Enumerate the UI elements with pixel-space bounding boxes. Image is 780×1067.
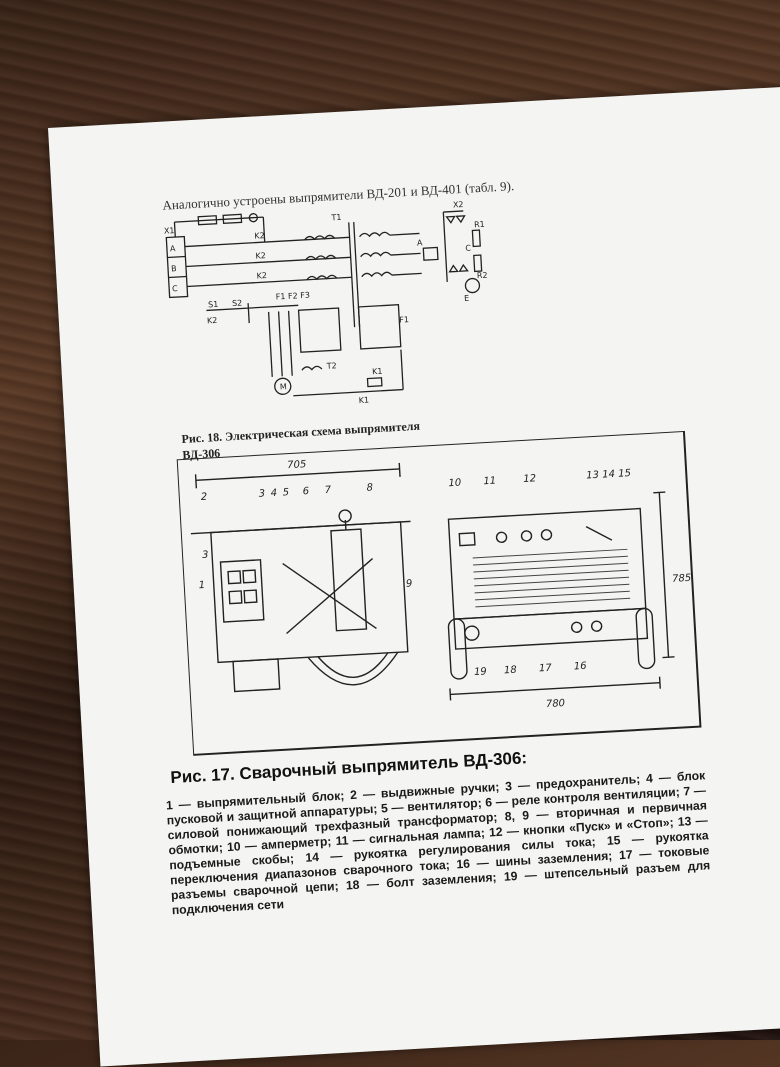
- svg-text:X1: X1: [164, 226, 175, 236]
- svg-text:K1: K1: [358, 396, 369, 406]
- figure-17-legend: 1 — выпрямительный блок; 2 — выдвижные р…: [165, 768, 711, 918]
- callout-right-9: 17: [539, 663, 553, 675]
- svg-text:K2: K2: [256, 271, 267, 281]
- callout-left-5: 6: [302, 486, 309, 497]
- callout-right-8: 18: [504, 665, 517, 677]
- callout-left-7: 8: [366, 482, 373, 493]
- electrical-schematic: X1 R1 R1 H A B C K2 K2 K2 S1 S2 F1 F2 F3…: [164, 200, 488, 406]
- svg-text:M: M: [280, 382, 287, 391]
- svg-text:F1: F1: [399, 315, 409, 325]
- svg-text:A: A: [417, 238, 423, 247]
- svg-text:C: C: [172, 284, 178, 293]
- svg-text:R1: R1: [474, 220, 485, 230]
- svg-text:T1: T1: [330, 213, 341, 223]
- callout-left-1: 2: [201, 492, 208, 503]
- svg-text:T2: T2: [325, 361, 336, 371]
- callout-right-6: 15: [618, 468, 631, 480]
- callout-left-3: 4: [270, 488, 277, 499]
- svg-text:B: B: [171, 264, 177, 273]
- callout-left-10: 3: [202, 550, 209, 561]
- svg-text:C: C: [465, 244, 471, 253]
- callout-left-8: 1: [198, 580, 205, 591]
- svg-text:K2: K2: [207, 316, 218, 326]
- dim-height: 785: [672, 573, 692, 585]
- svg-text:A: A: [170, 244, 176, 253]
- dim-width-right: 780: [546, 698, 566, 710]
- rectifier-drawing: 705 780 785 2 3 4 5 6 7 8 1 9 3 10 11 12…: [176, 430, 702, 756]
- figure-17-frame: [176, 430, 702, 756]
- callout-right-4: 13: [586, 470, 599, 482]
- svg-text:S2: S2: [232, 298, 243, 308]
- callout-right-10: 16: [574, 661, 587, 673]
- callout-right-3: 12: [523, 473, 536, 485]
- svg-text:K2: K2: [255, 251, 266, 261]
- callout-right-7: 19: [474, 666, 487, 678]
- callout-right-5: 14: [602, 469, 615, 481]
- callout-right-1: 10: [448, 477, 461, 489]
- callout-right-2: 11: [483, 476, 496, 488]
- book-page: Аналогично устроены выпрямители ВД-201 и…: [48, 85, 780, 1067]
- svg-text:F1 F2 F3: F1 F2 F3: [276, 291, 311, 302]
- svg-text:K2: K2: [254, 231, 265, 241]
- callout-left-6: 7: [324, 485, 332, 496]
- svg-text:S1: S1: [208, 300, 219, 310]
- callout-left-2: 3: [258, 488, 265, 499]
- dim-width-left: 705: [287, 459, 307, 471]
- svg-text:X2: X2: [453, 200, 464, 210]
- svg-text:R2: R2: [477, 271, 488, 281]
- callout-left-4: 5: [282, 487, 289, 498]
- svg-text:K1: K1: [372, 367, 383, 377]
- svg-text:E: E: [464, 294, 470, 303]
- callout-left-9: 9: [406, 578, 413, 589]
